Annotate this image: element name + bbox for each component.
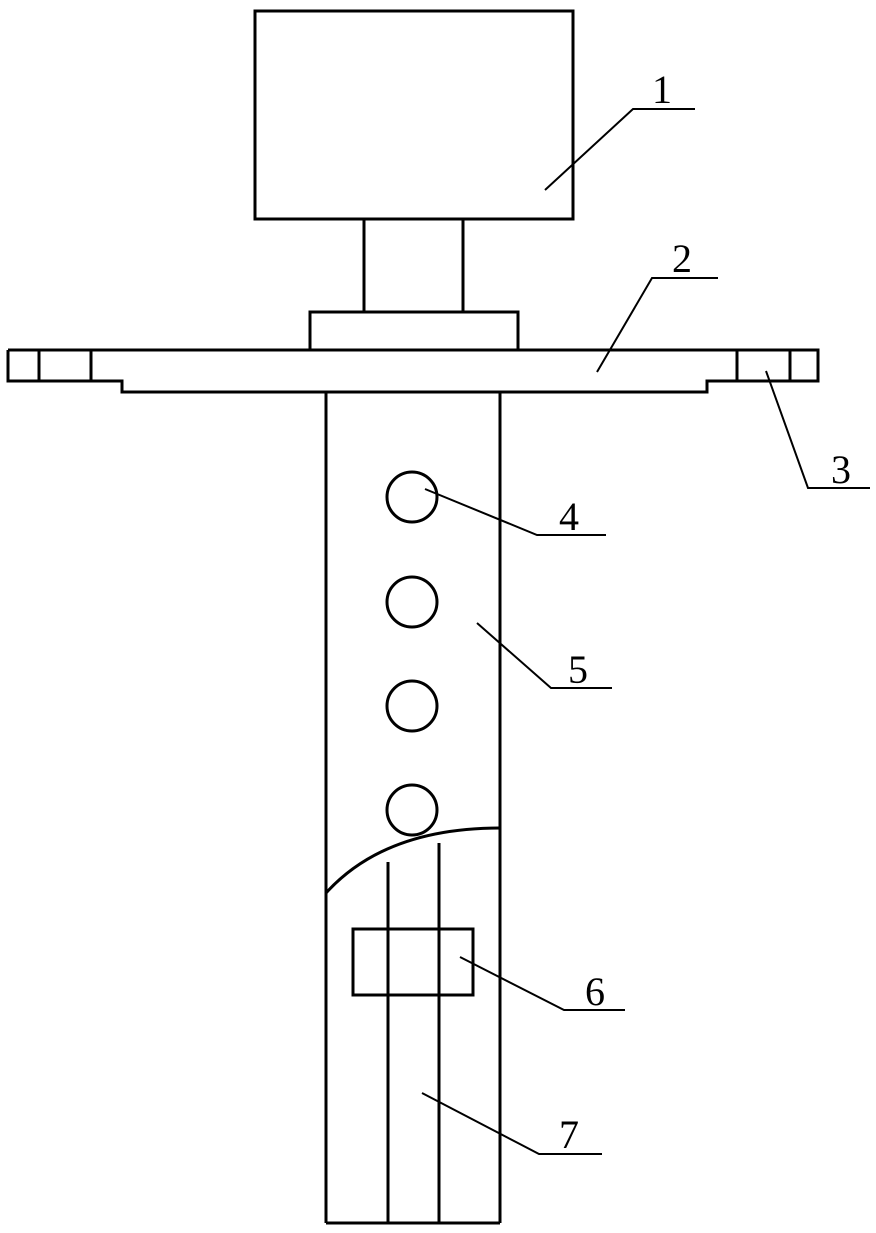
leader-line-4 (424, 488, 606, 536)
leader-line-2 (596, 277, 718, 373)
callout-label-6: 6 (585, 969, 605, 1014)
callout-label-4: 4 (559, 494, 579, 539)
callout-label-7: 7 (559, 1112, 579, 1157)
top-housing (253, 9, 575, 221)
mount-base (308, 310, 520, 352)
leader-line-7 (421, 1092, 602, 1155)
tube-hole-1 (385, 470, 439, 524)
leader-line-1 (544, 108, 695, 191)
callout-label-1: 1 (652, 67, 672, 112)
callout-label-5: 5 (568, 647, 588, 692)
flange-plate (6, 348, 820, 394)
leader-line-5 (476, 622, 612, 689)
tube-hole-3 (385, 679, 439, 733)
leader-line-3 (765, 370, 870, 489)
tube-hole-2 (385, 575, 439, 629)
callout-label-3: 3 (831, 447, 851, 492)
tube-hole-4 (385, 783, 439, 837)
slider-block (351, 927, 475, 997)
cutaway-break-line (324, 826, 501, 895)
callout-label-2: 2 (672, 236, 692, 281)
leader-line-6 (459, 956, 625, 1011)
